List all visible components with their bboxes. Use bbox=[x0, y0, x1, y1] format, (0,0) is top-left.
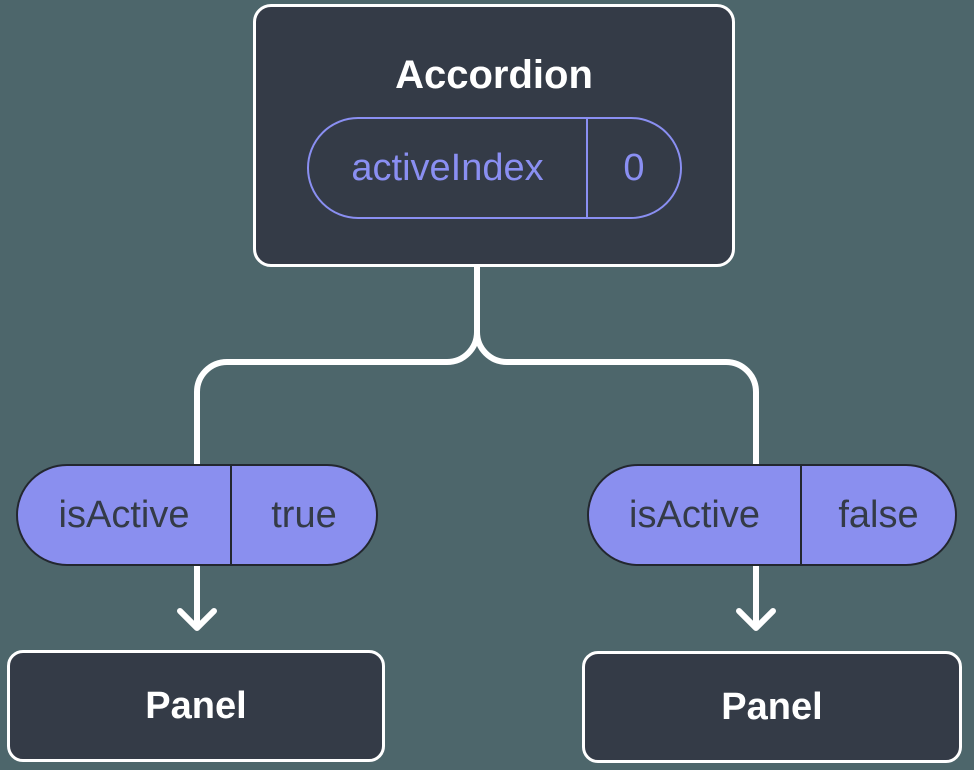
state-name: activeIndex bbox=[309, 119, 588, 217]
prop-name: isActive bbox=[18, 466, 232, 564]
panel-node-title: Panel bbox=[145, 684, 247, 727]
connector-right bbox=[474, 266, 759, 464]
panel-node-title: Panel bbox=[721, 685, 823, 728]
prop-value: false bbox=[838, 493, 919, 536]
arrow-down-right-icon bbox=[736, 557, 776, 631]
accordion-node-title: Accordion bbox=[395, 53, 593, 97]
panel-node-left: Panel bbox=[7, 650, 385, 762]
state-value: 0 bbox=[623, 146, 645, 189]
connector-left bbox=[194, 266, 480, 464]
prop-name: isActive bbox=[589, 466, 802, 564]
prop-pill-isactive-false: isActive false bbox=[587, 464, 957, 566]
panel-node-right: Panel bbox=[582, 651, 962, 763]
prop-pill-isactive-true: isActive true bbox=[16, 464, 378, 566]
prop-value: true bbox=[271, 493, 337, 536]
accordion-node: Accordion activeIndex 0 bbox=[253, 4, 735, 267]
arrow-down-left-icon bbox=[177, 557, 217, 631]
state-pill-activeindex: activeIndex 0 bbox=[307, 117, 682, 219]
